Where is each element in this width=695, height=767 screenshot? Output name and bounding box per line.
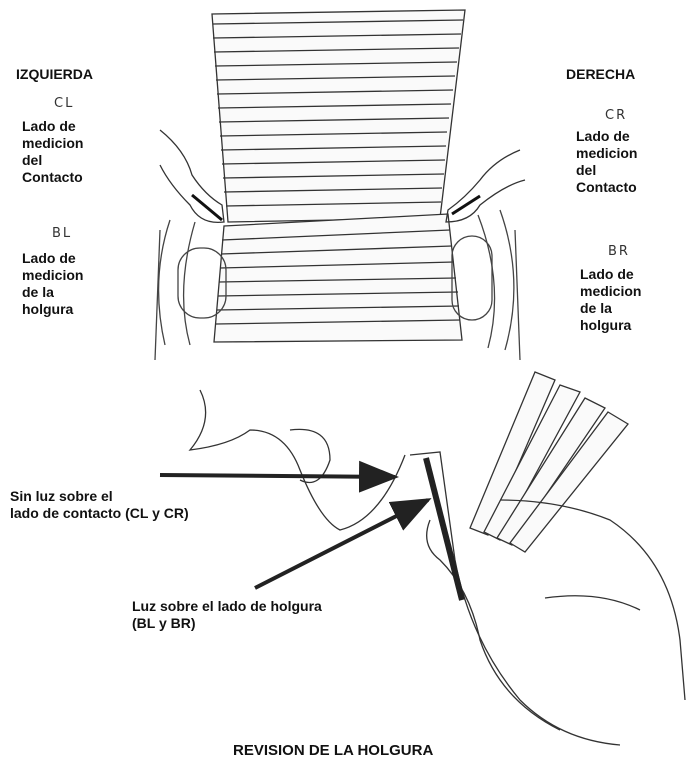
left-clearance-text: Lado de medicion de la holgura bbox=[22, 250, 83, 318]
light-callout: Luz sobre el lado de holgura (BL y BR) bbox=[132, 598, 322, 632]
upper-plate-stack bbox=[212, 10, 465, 222]
left-gauge-blade bbox=[192, 195, 222, 220]
left-contact-code: CL bbox=[54, 96, 74, 111]
no-light-arrow bbox=[160, 475, 395, 477]
caption: REVISION DE LA HOLGURA bbox=[233, 742, 433, 759]
right-heading: DERECHA bbox=[566, 66, 635, 83]
right-clearance-code: BR bbox=[608, 244, 630, 259]
feeler-gauge-set bbox=[470, 372, 628, 552]
lower-plate-stack bbox=[214, 214, 462, 342]
left-clearance-code: BL bbox=[52, 226, 72, 241]
left-heading: IZQUIERDA bbox=[16, 66, 93, 83]
right-contact-text: Lado de medicion del Contacto bbox=[576, 128, 637, 196]
right-clearance-text: Lado de medicion de la holgura bbox=[580, 266, 641, 334]
right-contact-code: CR bbox=[605, 108, 627, 123]
left-contact-text: Lado de medicion del Contacto bbox=[22, 118, 83, 186]
light-arrow bbox=[255, 500, 428, 588]
no-light-callout: Sin luz sobre el lado de contacto (CL y … bbox=[10, 488, 189, 522]
